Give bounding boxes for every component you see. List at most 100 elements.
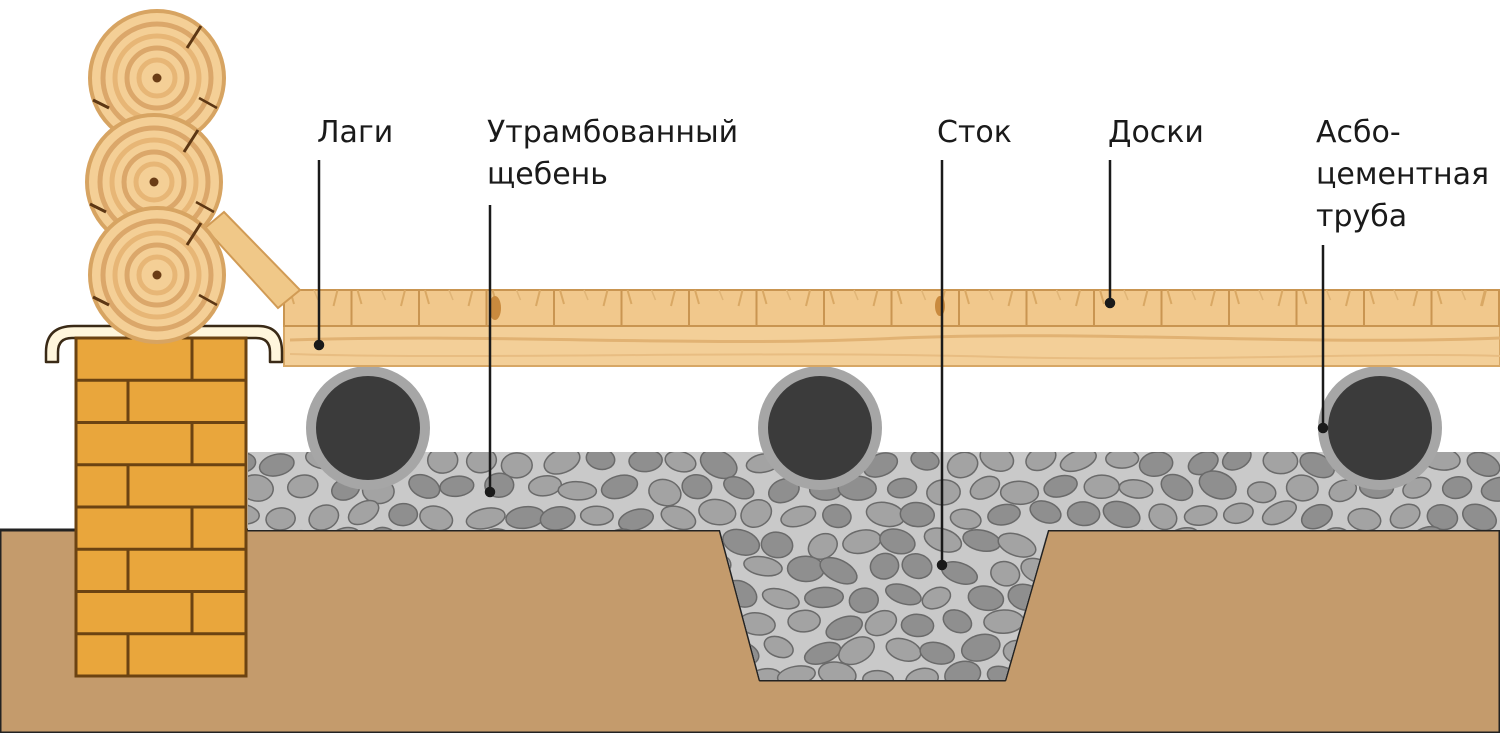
gravel-icon xyxy=(408,473,441,499)
gravel-icon xyxy=(1466,452,1500,478)
gravel-icon xyxy=(983,609,1025,634)
pipe-icon xyxy=(758,366,882,490)
gravel-icon xyxy=(723,476,755,500)
gravel-icon xyxy=(803,586,845,609)
gravel-icon xyxy=(780,505,817,528)
pipe-icon xyxy=(306,366,430,490)
gravel-icon xyxy=(1262,452,1299,475)
gravel-icon xyxy=(899,501,936,528)
label-pipe-line1: Асбо- xyxy=(1316,115,1401,150)
gravel-icon xyxy=(539,506,576,531)
gravel-icon xyxy=(969,475,1001,500)
label-boards: Доски xyxy=(1108,115,1204,150)
gravel-icon xyxy=(258,453,295,477)
label-lagi: Лаги xyxy=(317,115,394,150)
gravel-icon xyxy=(1059,452,1097,473)
gravel-icon xyxy=(885,583,922,606)
gravel-icon xyxy=(879,528,916,555)
gravel-icon xyxy=(1198,470,1237,500)
board-icon xyxy=(1093,289,1163,327)
joist-beam xyxy=(283,325,1500,367)
gravel-icon xyxy=(1222,502,1254,525)
gravel-icon xyxy=(886,477,918,499)
gravel-icon xyxy=(1480,476,1500,502)
gravel-icon xyxy=(1246,481,1277,504)
gravel-icon xyxy=(921,586,952,610)
gravel-icon xyxy=(1160,473,1194,502)
gravel-icon xyxy=(388,502,419,527)
asbestos-pipes xyxy=(306,366,1442,490)
gravel-icon xyxy=(1029,500,1062,524)
board-icon xyxy=(823,289,893,327)
gravel-icon xyxy=(819,556,858,585)
board-icon xyxy=(755,289,825,327)
gravel-icon xyxy=(698,498,737,526)
gravel-icon xyxy=(999,480,1040,506)
gravel-icon xyxy=(1105,452,1140,469)
gravel-icon xyxy=(1083,474,1120,500)
gravel-icon xyxy=(248,503,260,525)
gravel-icon xyxy=(1328,479,1358,503)
gravel-icon xyxy=(743,555,783,577)
label-gravel-line2: щебень xyxy=(487,157,608,192)
gravel-icon xyxy=(664,452,697,473)
gravel-icon xyxy=(740,499,773,528)
gravel-icon xyxy=(944,660,982,680)
gravel-icon xyxy=(439,475,475,498)
gravel-icon xyxy=(949,508,982,530)
board-icon xyxy=(553,289,623,327)
gravel-icon xyxy=(1066,501,1101,527)
gravel-icon xyxy=(557,480,598,501)
gravel-icon xyxy=(825,615,863,641)
gravel-icon xyxy=(838,636,875,666)
gravel-icon xyxy=(308,504,340,531)
gravel-icon xyxy=(910,452,940,471)
gravel-icon xyxy=(862,669,895,680)
leader-lines xyxy=(313,160,1329,571)
gravel-icon xyxy=(426,452,459,474)
board-icon xyxy=(1025,289,1095,327)
gravel-icon xyxy=(997,532,1037,558)
gravel-icon xyxy=(699,452,738,480)
gravel-icon xyxy=(885,637,922,662)
gravel-icon xyxy=(760,531,794,559)
label-drain: Сток xyxy=(937,115,1012,150)
gravel-icon xyxy=(1261,500,1297,526)
gravel-icon xyxy=(967,585,1005,612)
gravel-icon xyxy=(979,452,1015,472)
board-icon xyxy=(1363,289,1433,327)
board-icon xyxy=(350,289,420,327)
board-icon xyxy=(1295,289,1365,327)
gravel-icon xyxy=(942,609,973,634)
gravel-icon xyxy=(579,505,614,526)
gravel-icon xyxy=(946,452,979,479)
log-icon xyxy=(88,206,226,344)
gravel-icon xyxy=(618,508,654,532)
gravel-icon xyxy=(848,587,879,614)
gravel-icon xyxy=(1118,478,1154,499)
knot-icon xyxy=(489,296,501,320)
gravel-icon xyxy=(776,665,816,680)
gravel-icon xyxy=(1299,452,1335,479)
gravel-icon xyxy=(660,505,697,531)
gravel-icon xyxy=(1043,474,1078,498)
gravel-icon xyxy=(248,474,274,502)
board-icon xyxy=(1228,289,1298,327)
gravel-icon xyxy=(1462,503,1497,532)
gravel-icon xyxy=(990,560,1021,587)
gravel-icon xyxy=(803,641,842,665)
gravel-icon xyxy=(543,452,581,475)
board-icon xyxy=(688,289,758,327)
gravel-icon xyxy=(628,452,663,473)
gravel-icon xyxy=(465,507,506,530)
gravel-icon xyxy=(1300,503,1333,530)
label-pipe-line3: труба xyxy=(1316,199,1408,234)
gravel-icon xyxy=(1138,452,1174,478)
gravel-icon xyxy=(761,587,800,610)
label-gravel-line1: Утрамбованный xyxy=(487,115,739,150)
wood-brace xyxy=(203,210,302,310)
log-wall xyxy=(85,9,226,344)
gravel-icon xyxy=(1183,504,1218,527)
board-icon xyxy=(418,289,488,327)
